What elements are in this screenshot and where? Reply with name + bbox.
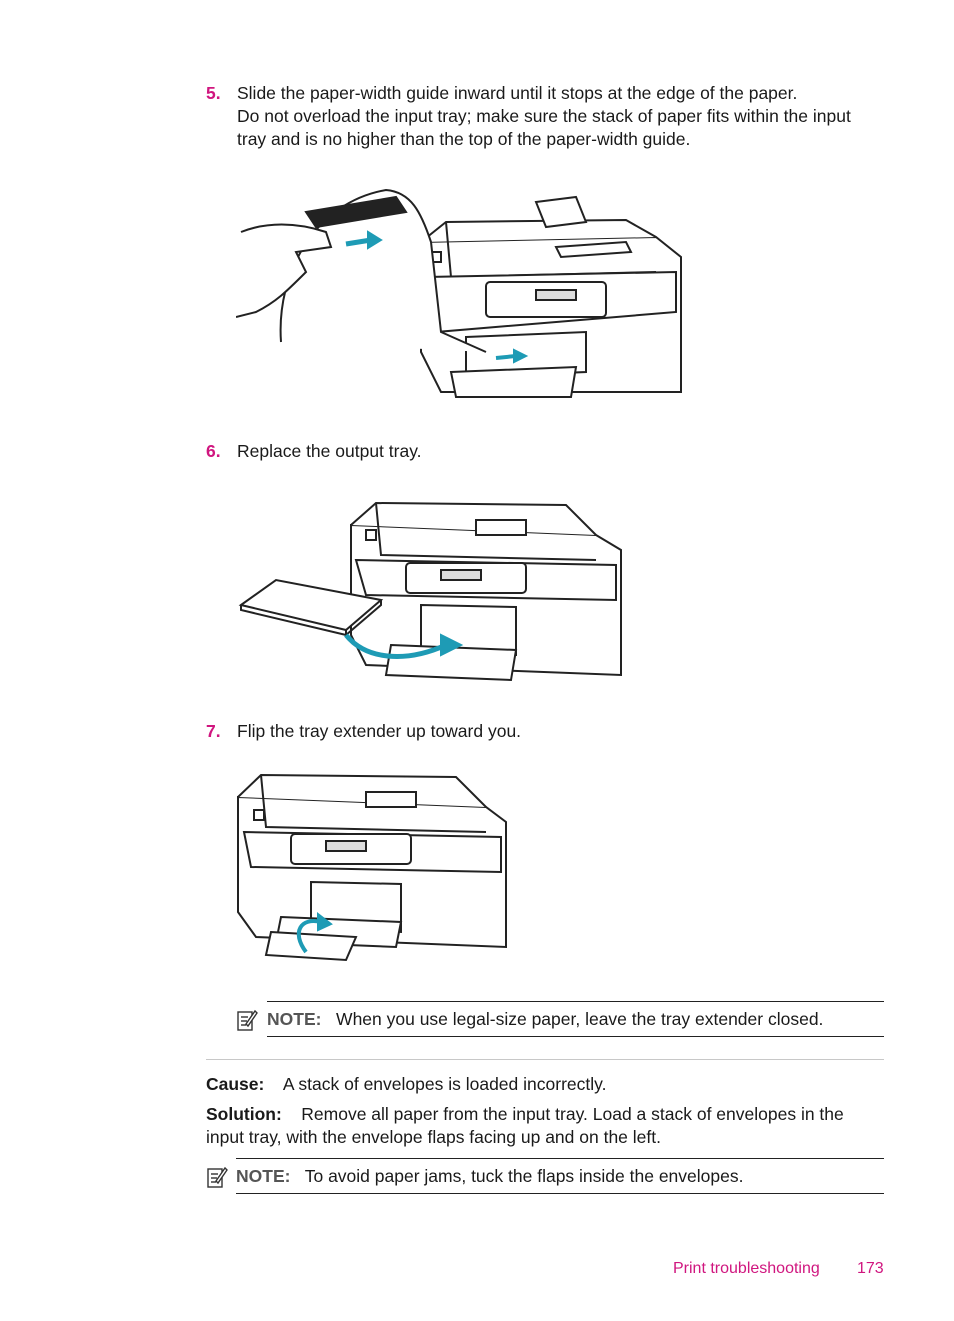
step-5-line-3: tray and is no higher than the top of th… xyxy=(237,129,691,149)
note-pencil-icon xyxy=(236,1008,258,1032)
step-5-number: 5. xyxy=(206,83,221,103)
note-1: NOTE: When you use legal-size paper, lea… xyxy=(267,1008,884,1031)
note-2-text: To avoid paper jams, tuck the flaps insi… xyxy=(304,1166,744,1186)
illustration-replace-output-tray xyxy=(236,495,626,685)
note-1-label: NOTE: xyxy=(267,1009,322,1029)
note-1-bottom-rule xyxy=(267,1036,884,1037)
note-2-top-rule xyxy=(236,1158,884,1159)
footer-section-title: Print troubleshooting xyxy=(673,1260,820,1277)
cause-text: A stack of envelopes is loaded incorrect… xyxy=(282,1074,607,1094)
step-5-line-2: Do not overload the input tray; make sur… xyxy=(237,106,851,126)
cause-paragraph: Cause: A stack of envelopes is loaded in… xyxy=(206,1073,886,1096)
solution-text-line-2: input tray, with the envelope flaps faci… xyxy=(206,1127,661,1147)
step-7-text: Flip the tray extender up toward you. xyxy=(237,721,522,741)
note-1-text: When you use legal-size paper, leave the… xyxy=(336,1009,824,1029)
solution-label: Solution: xyxy=(206,1104,282,1124)
step-5-text: Slide the paper-width guide inward until… xyxy=(237,82,887,151)
solution-text-line-1: Remove all paper from the input tray. Lo… xyxy=(301,1104,844,1124)
solution-paragraph: Solution: Remove all paper from the inpu… xyxy=(206,1103,886,1149)
step-7-number: 7. xyxy=(206,721,221,741)
note-2: NOTE: To avoid paper jams, tuck the flap… xyxy=(236,1165,884,1188)
note-2-label: NOTE: xyxy=(236,1166,291,1186)
footer-page-number: 173 xyxy=(857,1260,884,1277)
note-pencil-icon xyxy=(206,1165,228,1189)
step-6-number: 6. xyxy=(206,441,221,461)
illustration-flip-tray-extender xyxy=(236,772,511,964)
section-divider xyxy=(206,1059,884,1060)
step-5-line-1: Slide the paper-width guide inward until… xyxy=(237,83,798,103)
cause-label: Cause: xyxy=(206,1074,265,1094)
note-2-bottom-rule xyxy=(236,1193,884,1194)
note-1-top-rule xyxy=(267,1001,884,1002)
illustration-paper-width-guide xyxy=(236,182,686,407)
step-6-text: Replace the output tray. xyxy=(237,441,422,461)
